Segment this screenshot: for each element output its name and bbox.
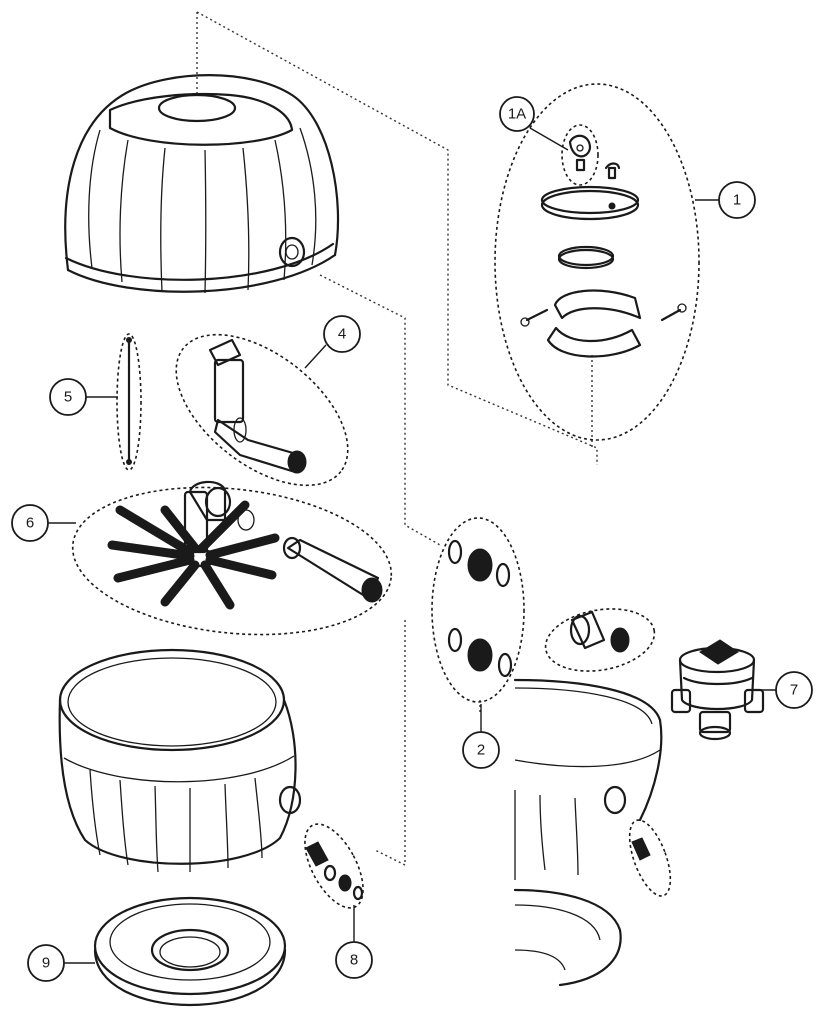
callout-1a: 1A — [499, 96, 535, 132]
part-1-group-outline — [494, 83, 700, 441]
clamp-lower — [546, 326, 642, 358]
part-8-drain-plug — [304, 823, 364, 909]
part-1a-eyebolt — [568, 134, 592, 158]
callout-6: 6 — [11, 504, 49, 542]
part-7-multiport-valve — [670, 639, 765, 741]
part-9-base-stand — [93, 896, 287, 1007]
callout-4-label: 4 — [338, 326, 346, 343]
callout-7: 7 — [775, 671, 813, 709]
assembled-tank-partial-view — [513, 608, 672, 987]
callout-1a-label: 1A — [508, 106, 526, 123]
assembly-guide-lines — [196, 11, 598, 867]
callout-5: 5 — [49, 378, 87, 416]
part-2-bulkhead-fittings — [431, 517, 525, 703]
callout-2: 2 — [462, 731, 500, 769]
leader-lines — [48, 127, 776, 964]
callout-6-label: 6 — [26, 515, 34, 532]
part-5-air-tube — [116, 333, 142, 471]
lateral-outlet-pipe — [286, 538, 380, 600]
part-1-lid-assembly — [494, 83, 700, 441]
callout-8-label: 8 — [350, 952, 358, 969]
part-1a-group-outline — [561, 124, 599, 186]
callout-7-label: 7 — [790, 682, 798, 699]
callout-9: 9 — [27, 944, 65, 982]
part-4-diffuser-pipe — [175, 333, 349, 487]
upper-tank-dome — [64, 74, 340, 294]
callout-4: 4 — [323, 315, 361, 353]
callout-2-label: 2 — [477, 742, 485, 759]
part-6-lateral-assembly — [71, 480, 393, 636]
callout-1-label: 1 — [733, 192, 741, 209]
lower-tank-bowl — [58, 648, 302, 873]
lid-cover — [540, 189, 640, 221]
callout-5-label: 5 — [64, 389, 72, 406]
clamp-upper — [553, 289, 642, 320]
callout-8: 8 — [335, 941, 373, 979]
laterals — [107, 500, 280, 610]
callout-9-label: 9 — [42, 955, 50, 972]
callout-1: 1 — [718, 181, 756, 219]
